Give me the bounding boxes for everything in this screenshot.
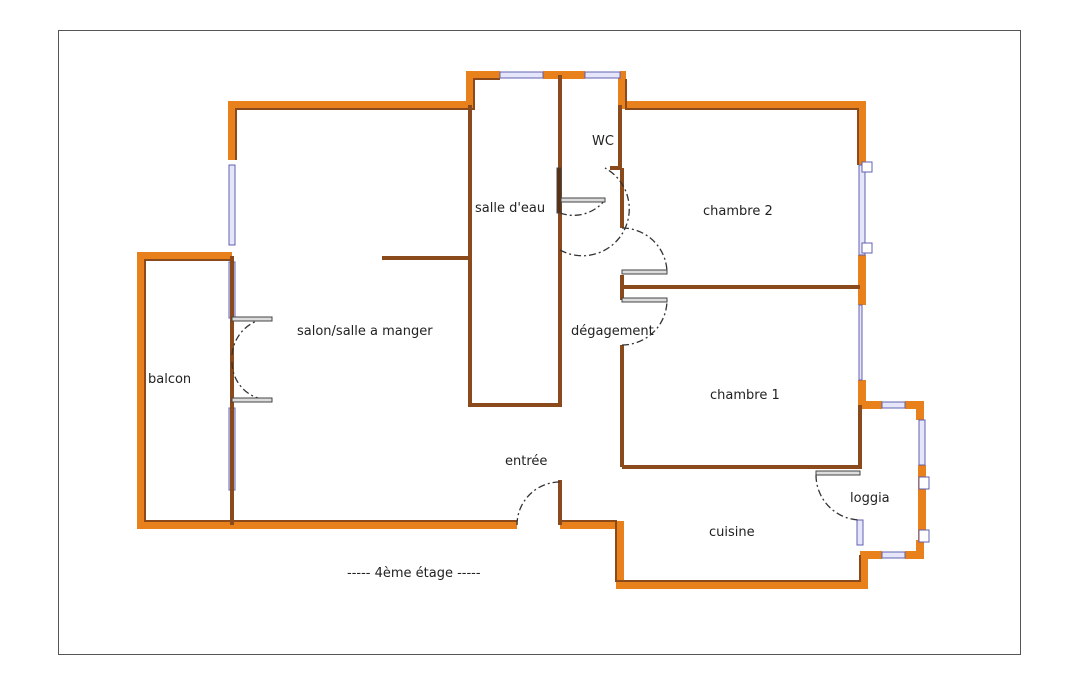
room-label-degagement: dégagement: [571, 324, 654, 339]
room-label-entree: entrée: [505, 454, 548, 469]
room-label-chambre2: chambre 2: [703, 204, 773, 219]
doors: [231, 167, 861, 526]
interior-walls: [230, 75, 862, 525]
floor-label: ----- 4ème étage -----: [347, 566, 481, 581]
room-label-salon: salon/salle a manger: [297, 324, 433, 339]
plan-frame: [58, 30, 1021, 655]
room-label-cuisine: cuisine: [709, 525, 755, 540]
room-label-salle-eau: salle d'eau: [475, 201, 546, 216]
room-label-balcon: balcon: [148, 372, 192, 387]
windows: [228, 71, 930, 559]
room-label-loggia: loggia: [850, 491, 890, 506]
exterior-walls: [137, 71, 926, 589]
room-label-chambre1: chambre 1: [710, 388, 780, 403]
door-leaves: [231, 167, 861, 476]
room-label-wc: WC: [592, 134, 614, 149]
